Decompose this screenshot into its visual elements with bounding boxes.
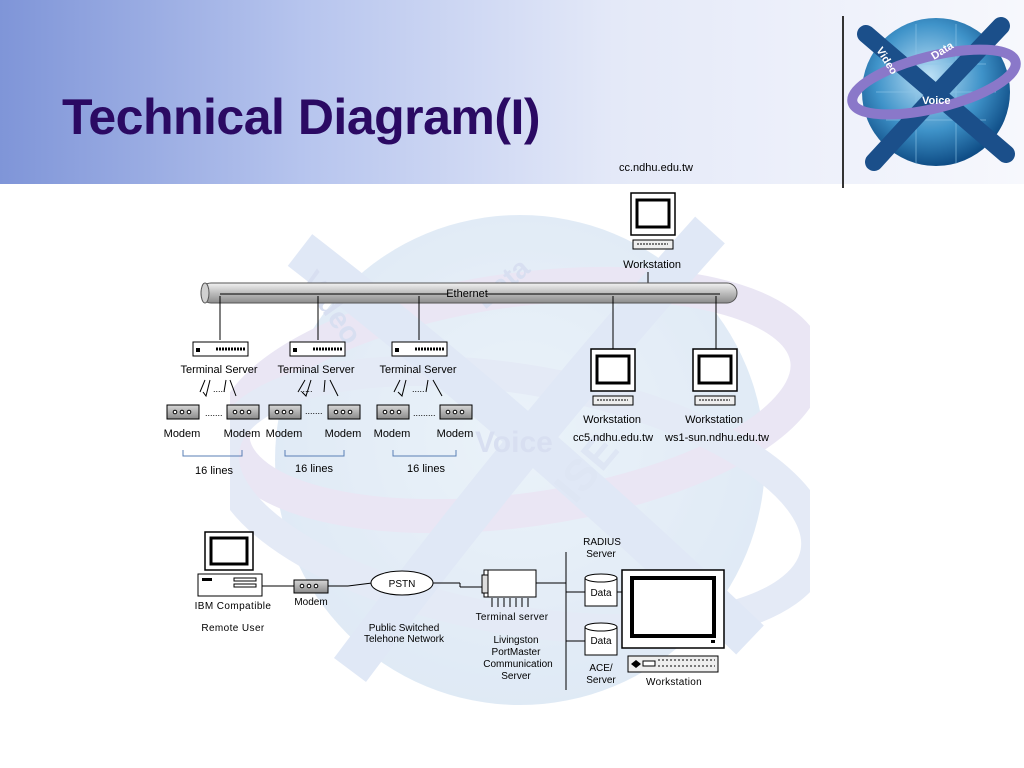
workstation-ws1-sun-host: ws1-sun.ndhu.edu.tw bbox=[664, 432, 769, 444]
svg-text:.....: ..... bbox=[412, 384, 425, 394]
terminal-server-1 bbox=[192, 341, 249, 357]
remote-user-label: Remote User bbox=[201, 623, 265, 634]
radius-label-2: Server bbox=[586, 549, 616, 560]
radius-label-1: RADIUS bbox=[583, 537, 621, 548]
terminal-server-1-label: Terminal Server bbox=[180, 364, 257, 376]
terminal-server-2-label: Terminal Server bbox=[277, 364, 354, 376]
ibm-pc-icon bbox=[197, 531, 263, 597]
bottom-workstation-label: Workstation bbox=[646, 677, 702, 688]
bottom-modem-label: Modem bbox=[294, 597, 327, 608]
modem-2b bbox=[327, 404, 361, 420]
top-workstation-icon bbox=[630, 192, 676, 250]
svg-text:.......: ....... bbox=[305, 406, 323, 416]
modem-2a bbox=[268, 404, 302, 420]
bottom-workstation-icon bbox=[621, 569, 725, 673]
bottom-terminal-server-label: Terminal server bbox=[476, 612, 549, 623]
top-workstation-host: cc.ndhu.edu.tw bbox=[619, 162, 693, 174]
svg-text:.....: ..... bbox=[213, 384, 226, 394]
modem-2b-label: Modem bbox=[325, 428, 362, 440]
slide-title: Technical Diagram(I) bbox=[62, 89, 541, 145]
workstation-cc5-host: cc5.ndhu.edu.tw bbox=[573, 432, 653, 444]
modem-1a-label: Modem bbox=[164, 428, 201, 440]
livingston-terminal-server-icon bbox=[481, 569, 537, 607]
modem-1a bbox=[166, 404, 200, 420]
ace-data-label: Data bbox=[590, 636, 612, 647]
workstation-ws1-sun-label: Workstation bbox=[685, 414, 743, 426]
modem-1b bbox=[226, 404, 260, 420]
lines-1-label: 16 lines bbox=[195, 465, 233, 477]
modem-3a bbox=[376, 404, 410, 420]
radius-data-cylinder bbox=[584, 573, 618, 607]
video-data-voice-globe-logo: Video Data Voice bbox=[847, 17, 1021, 171]
pstn-label: PSTN bbox=[389, 579, 416, 590]
lines-2-label: 16 lines bbox=[295, 463, 333, 475]
pstn-caption-2: Telehone Network bbox=[364, 634, 445, 645]
terminal-server-3 bbox=[391, 341, 448, 357]
ethernet-backbone bbox=[200, 282, 738, 304]
svg-text:.........: ......... bbox=[413, 408, 436, 418]
svg-text:.....: ..... bbox=[300, 384, 313, 394]
ace-label-1: ACE/ bbox=[589, 663, 613, 674]
workstation-cc5-label: Workstation bbox=[583, 414, 641, 426]
header-divider bbox=[842, 16, 844, 188]
svg-text:.......: ....... bbox=[205, 408, 223, 418]
logo-word-voice: Voice bbox=[922, 95, 951, 107]
bottom-modem-icon bbox=[293, 579, 329, 594]
modem-3b-label: Modem bbox=[437, 428, 474, 440]
ibm-pc-label: IBM Compatible bbox=[195, 601, 272, 612]
terminal-server-3-label: Terminal Server bbox=[379, 364, 456, 376]
livingston-line-2: PortMaster bbox=[492, 647, 542, 658]
terminal-server-2 bbox=[289, 341, 346, 357]
ace-data-cylinder bbox=[584, 622, 618, 656]
modem-3a-label: Modem bbox=[374, 428, 411, 440]
ethernet-label: Ethernet bbox=[446, 288, 488, 300]
radius-data-label: Data bbox=[590, 588, 612, 599]
top-workstation-label: Workstation bbox=[623, 259, 681, 271]
modem-2a-label: Modem bbox=[266, 428, 303, 440]
workstation-cc5-icon bbox=[590, 348, 636, 406]
livingston-line-4: Server bbox=[501, 671, 531, 682]
workstation-ws1-sun-icon bbox=[692, 348, 738, 406]
livingston-line-3: Communication bbox=[483, 659, 552, 670]
modem-3b bbox=[439, 404, 473, 420]
livingston-line-1: Livingston bbox=[493, 635, 538, 646]
pstn-caption-1: Public Switched bbox=[369, 623, 440, 634]
ace-label-2: Server bbox=[586, 675, 616, 686]
lines-3-label: 16 lines bbox=[407, 463, 445, 475]
modem-1b-label: Modem bbox=[224, 428, 261, 440]
